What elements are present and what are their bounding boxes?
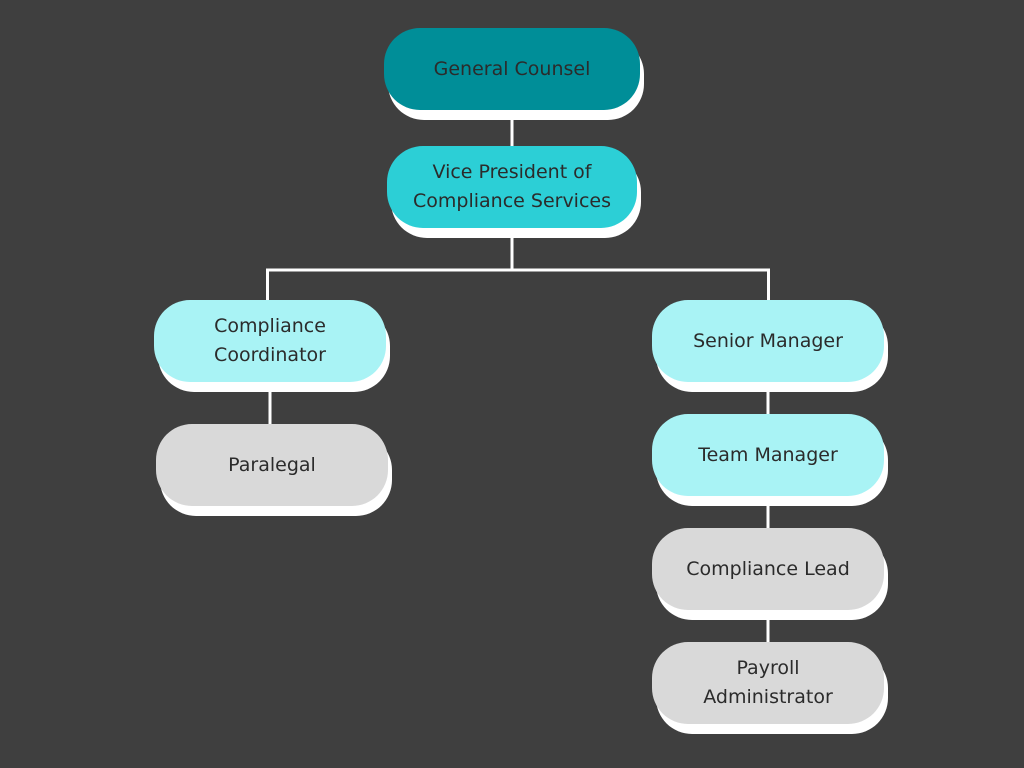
node-general-counsel: General Counsel xyxy=(384,28,644,120)
node-box: Vice President of Compliance Services xyxy=(387,146,637,228)
node-label: Team Manager xyxy=(698,443,838,466)
node-payroll-administrator: Payroll Administrator xyxy=(652,642,888,734)
node-box: General Counsel xyxy=(384,28,640,110)
node-box: Team Manager xyxy=(652,414,884,496)
node-box: Paralegal xyxy=(156,424,388,506)
node-label: Payroll Administrator xyxy=(703,657,833,708)
node-box: Compliance Coordinator xyxy=(154,300,386,382)
node-label: General Counsel xyxy=(433,57,591,80)
node-box: Payroll Administrator xyxy=(652,642,884,724)
node-label: Compliance Lead xyxy=(686,557,850,580)
node-senior-manager: Senior Manager xyxy=(652,300,888,392)
node-box: Senior Manager xyxy=(652,300,884,382)
node-box: Compliance Lead xyxy=(652,528,884,610)
node-paralegal: Paralegal xyxy=(156,424,392,516)
node-label: Senior Manager xyxy=(693,329,843,352)
node-vice-president: Vice President of Compliance Services xyxy=(387,146,641,238)
node-compliance-lead: Compliance Lead xyxy=(652,528,888,620)
node-label: Paralegal xyxy=(228,453,316,476)
node-label: Vice President of Compliance Services xyxy=(413,161,611,212)
node-team-manager: Team Manager xyxy=(652,414,888,506)
node-label: Compliance Coordinator xyxy=(214,315,326,366)
node-compliance-coordinator: Compliance Coordinator xyxy=(154,300,390,392)
